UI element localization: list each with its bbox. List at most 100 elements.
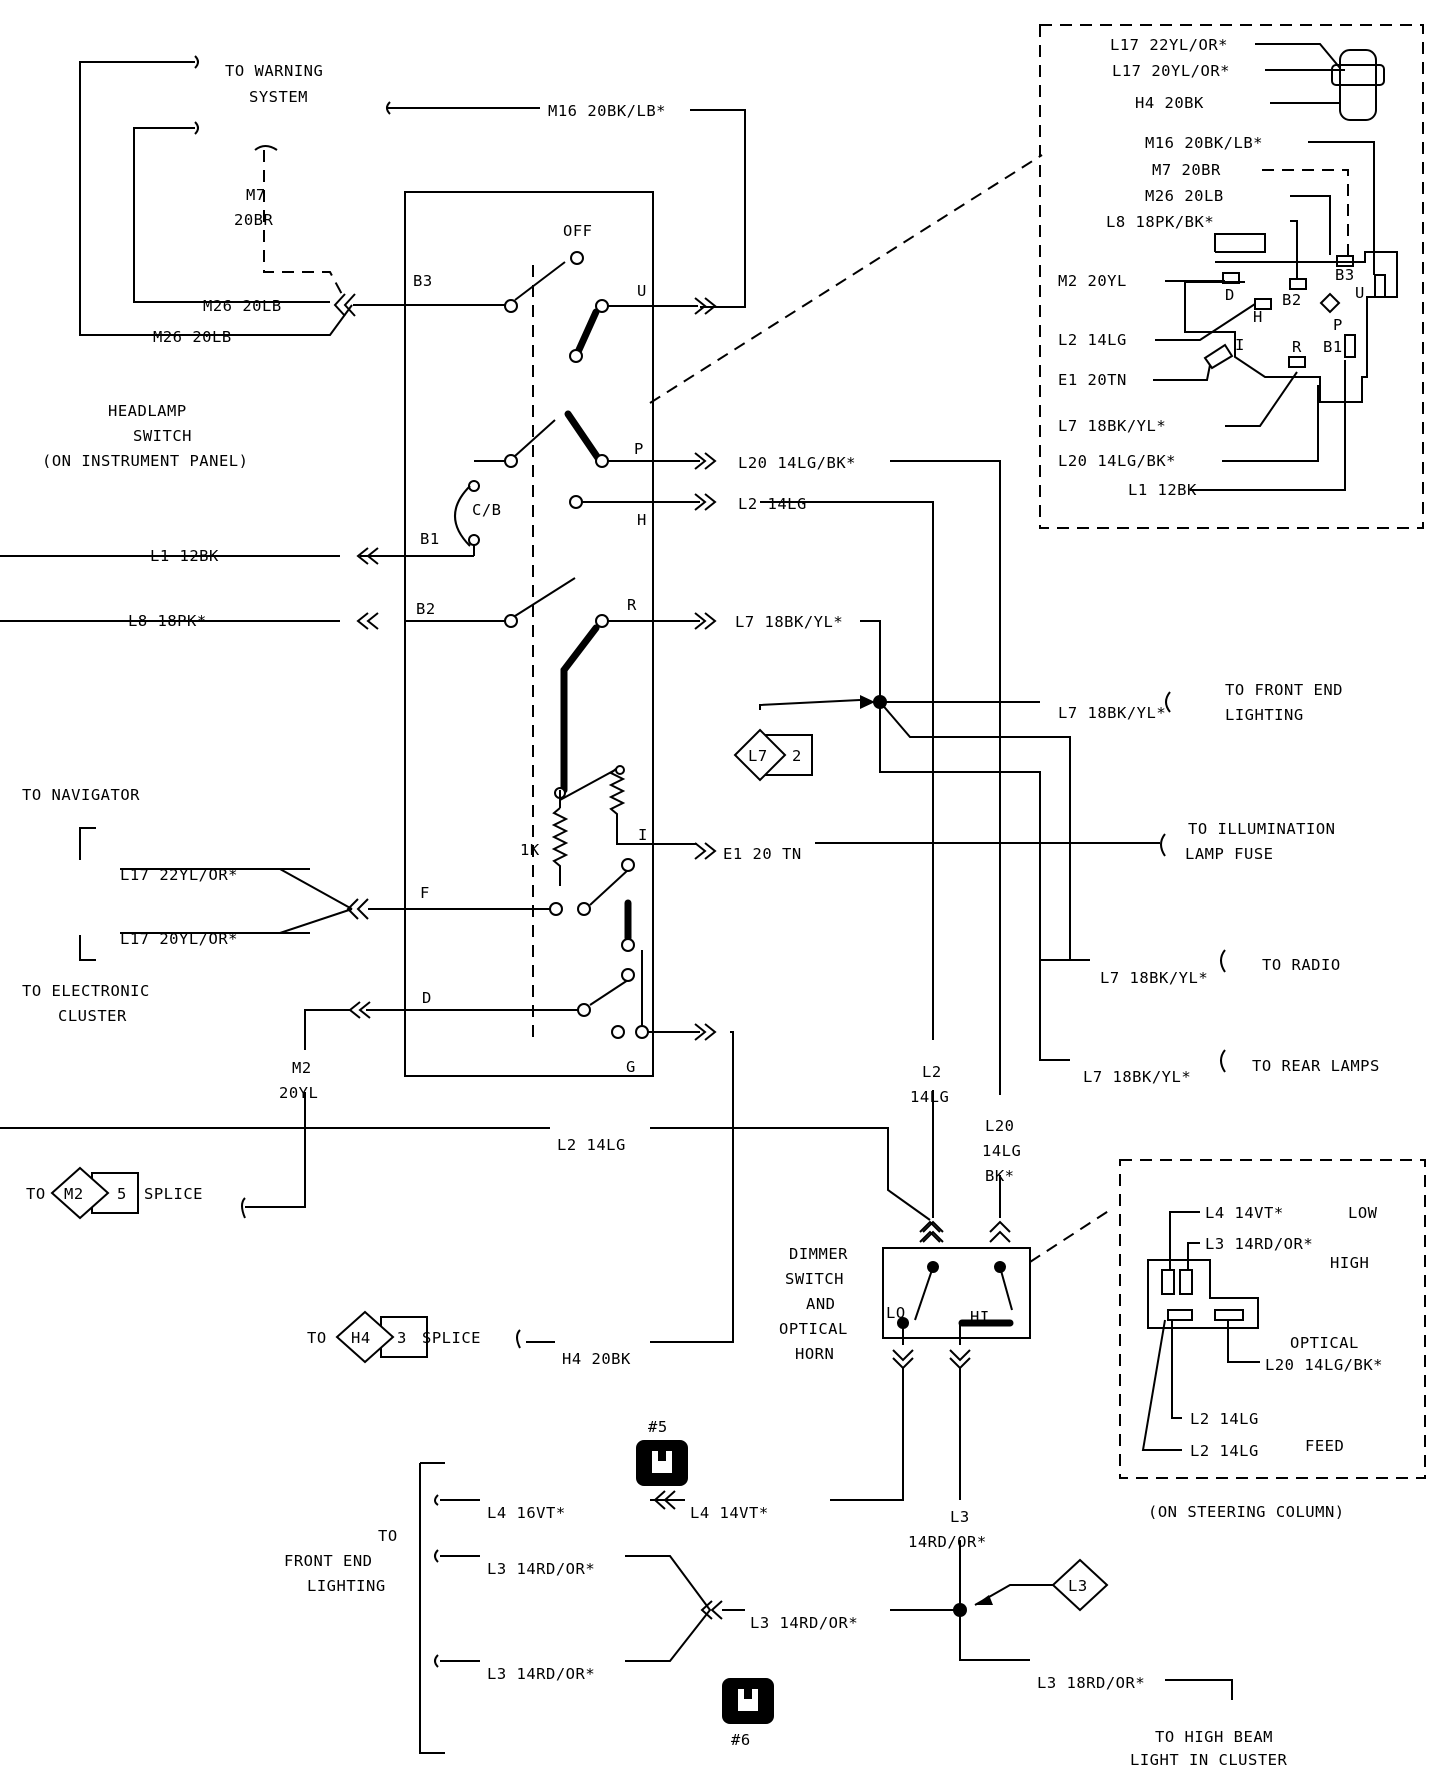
label-l4-16: L4 16VT* [487, 1504, 566, 1522]
label-l20-vert-gauge: 14LG [982, 1142, 1021, 1160]
inset-b-steering: (ON STEERING COLUMN) [1148, 1503, 1345, 1521]
label-headlamp: HEADLAMP [108, 402, 187, 420]
label-connector-6: #6 [731, 1731, 751, 1749]
label-splice-1: SPLICE [144, 1185, 203, 1203]
inset-e1: E1 20TN [1058, 371, 1127, 389]
inset-pin-p: P [1333, 316, 1343, 334]
label-l3-vert-gauge: 14RD/OR* [908, 1533, 987, 1551]
badge-m2-num: 5 [117, 1185, 127, 1203]
inset-b-low: LOW [1348, 1204, 1378, 1222]
label-splice-2: SPLICE [422, 1329, 481, 1347]
label-dimmer-horn: HORN [795, 1345, 834, 1363]
label-to-high-beam: TO HIGH BEAM [1155, 1728, 1273, 1746]
badge-m2: M2 [64, 1185, 84, 1203]
inset-pin-b3: B3 [1335, 266, 1355, 284]
label-l3-18: L3 18RD/OR* [1037, 1674, 1145, 1692]
label-system: SYSTEM [249, 88, 308, 106]
label-l3-vert: L3 [950, 1508, 970, 1526]
pin-f: F [420, 884, 430, 902]
label-light-in-cluster: LIGHT IN CLUSTER [1130, 1751, 1287, 1769]
label-l2-vert: L2 [922, 1063, 942, 1081]
inset-b-high: HIGH [1330, 1254, 1369, 1272]
label-m2: M2 [292, 1059, 312, 1077]
connector-5-icon [636, 1440, 688, 1486]
label-dimmer-switch: SWITCH [785, 1270, 844, 1288]
steering-column-inset [1119, 1159, 1426, 1479]
label-m7-gauge: 20BR [234, 211, 273, 229]
label-to-fe-1: TO [378, 1527, 398, 1545]
label-e1: E1 20 TN [723, 845, 802, 863]
l2-long-wire [0, 1127, 941, 1243]
switch-connector-inset [1039, 24, 1424, 529]
label-l20-vert: L20 [985, 1117, 1015, 1135]
dimmer-contacts [830, 1261, 1030, 1661]
label-1k: 1K [520, 841, 540, 859]
pin-r: R [627, 596, 637, 614]
inset-b-l2-b: L2 14LG [1190, 1442, 1259, 1460]
inset-h4: H4 20BK [1135, 94, 1204, 112]
label-connector-5: #5 [648, 1418, 668, 1436]
badge-l7: L7 [748, 747, 768, 765]
pin-u: U [637, 282, 647, 300]
l7-splice-badge [733, 728, 813, 782]
pin-d: D [422, 989, 432, 1007]
inset-l1: L1 12BK [1128, 481, 1197, 499]
m26-connector-chevron [333, 293, 356, 317]
steering-connector-drawing [1141, 1211, 1260, 1451]
navigator-wires [79, 827, 405, 961]
label-l7-rear: L7 18BK/YL* [1083, 1068, 1191, 1086]
label-to-m2: TO [26, 1185, 46, 1203]
label-m26-b: M26 20LB [153, 328, 232, 346]
label-h4-wire: H4 20BK [562, 1350, 631, 1368]
h4-wire [516, 1031, 734, 1349]
label-l1: L1 12BK [150, 547, 219, 565]
badge-h4-num: 3 [397, 1329, 407, 1347]
label-l7-a: L7 18BK/YL* [735, 613, 843, 631]
label-l7-b: L7 18BK/YL* [1058, 704, 1166, 722]
connector-6-icon [722, 1678, 774, 1724]
label-lighting: LIGHTING [1225, 706, 1304, 724]
label-lo: LO [886, 1304, 906, 1322]
label-l20-vert-color: BK* [985, 1167, 1015, 1185]
inset-b-l20: L20 14LG/BK* [1265, 1356, 1383, 1374]
switch-contacts [0, 251, 717, 1041]
inset-b-optical: OPTICAL [1290, 1334, 1359, 1352]
inset-pin-d: D [1225, 286, 1235, 304]
label-to-navigator: TO NAVIGATOR [22, 786, 140, 804]
dimmer-switch-box [882, 1247, 1031, 1339]
label-l4-14: L4 14VT* [690, 1504, 769, 1522]
inset-b-l2-a: L2 14LG [1190, 1410, 1259, 1428]
l2-vertical-wire [760, 501, 944, 1243]
l20-vertical-wire [890, 460, 1011, 1243]
pin-off: OFF [563, 222, 593, 240]
label-l17-a: L17 22YL/OR* [120, 866, 238, 884]
inset-b-l4: L4 14VT* [1205, 1204, 1284, 1222]
label-l8: L8 18PK* [128, 612, 207, 630]
label-to-fe-2: FRONT END [284, 1552, 373, 1570]
headlamp-switch-box [404, 191, 654, 1077]
label-m26-a: M26 20LB [203, 297, 282, 315]
warning-system-wires [79, 55, 353, 336]
pin-g: G [626, 1058, 636, 1076]
label-l3-b: L3 14RD/OR* [750, 1614, 858, 1632]
inset-l2: L2 14LG [1058, 331, 1127, 349]
h4-splice-badge [335, 1310, 428, 1364]
label-to-front-end: TO FRONT END [1225, 681, 1343, 699]
m2-splice-badge [50, 1166, 139, 1220]
label-to-electronic: TO ELECTRONIC [22, 982, 150, 1000]
m16-wire [386, 101, 746, 308]
label-to-radio: TO RADIO [1262, 956, 1341, 974]
label-m7: M7 [246, 186, 266, 204]
pin-i: I [638, 826, 648, 844]
inset-l17-22: L17 22YL/OR* [1110, 36, 1228, 54]
inset-l20: L20 14LG/BK* [1058, 452, 1176, 470]
inset-pin-b2: B2 [1282, 291, 1302, 309]
inset-pin-i: I [1235, 336, 1245, 354]
label-l3-a: L3 14RD/OR* [487, 1560, 595, 1578]
label-l2-a: L2 14LG [738, 495, 807, 513]
front-end-lighting-wires [419, 1462, 1233, 1754]
label-to-warning: TO WARNING [225, 62, 323, 80]
pin-b3: B3 [413, 272, 433, 290]
label-l3-c: L3 14RD/OR* [487, 1665, 595, 1683]
